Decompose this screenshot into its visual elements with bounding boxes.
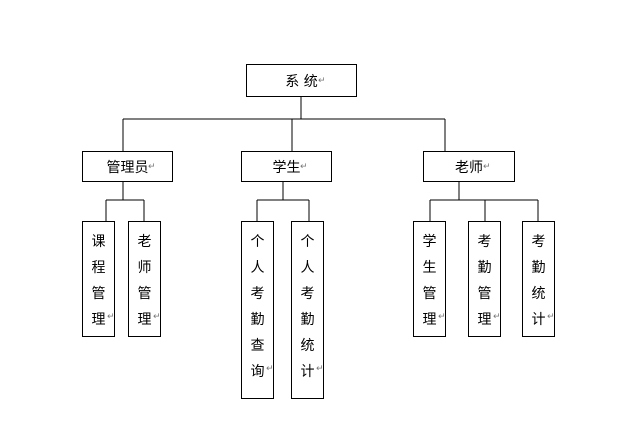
- leaf-char: 理: [91, 312, 106, 328]
- leaf-node-personal-attendance-stats: 个 人 考 勤 统 计: [291, 221, 324, 399]
- leaf-char: 课: [91, 234, 106, 250]
- leaf-char: 人: [250, 260, 265, 276]
- return-mark-icon: ↵: [547, 312, 555, 322]
- role-node-label: 管理员: [106, 159, 149, 176]
- leaf-char: 管: [91, 286, 106, 302]
- leaf-char: 老: [137, 234, 152, 250]
- leaf-char: 勤: [477, 260, 492, 276]
- return-mark-icon: ↵: [148, 162, 156, 172]
- leaf-char: 程: [91, 260, 106, 276]
- leaf-char: 询: [250, 364, 265, 380]
- role-node-label: 学生: [272, 159, 301, 176]
- role-node-student: 学生: [241, 151, 332, 182]
- leaf-char: 勤: [250, 312, 265, 328]
- return-mark-icon: ↵: [107, 312, 115, 322]
- leaf-char: 管: [422, 286, 437, 302]
- leaf-char: 个: [300, 234, 315, 250]
- leaf-char: 管: [477, 286, 492, 302]
- leaf-node-student-management: 学 生 管 理: [413, 221, 446, 337]
- leaf-char: 计: [531, 312, 546, 328]
- return-mark-icon: ↵: [493, 312, 501, 322]
- root-node: 系 统: [246, 64, 357, 97]
- leaf-char: 理: [422, 312, 437, 328]
- role-node-admin: 管理员: [82, 151, 173, 182]
- leaf-char: 考: [531, 234, 546, 250]
- return-mark-icon: ↵: [318, 76, 326, 86]
- return-mark-icon: ↵: [300, 162, 308, 172]
- leaf-char: 计: [300, 364, 315, 380]
- leaf-node-attendance-stats: 考 勤 统 计: [522, 221, 555, 337]
- leaf-char: 师: [137, 260, 152, 276]
- leaf-char: 考: [300, 286, 315, 302]
- return-mark-icon: ↵: [153, 312, 161, 322]
- leaf-char: 勤: [300, 312, 315, 328]
- leaf-node-teacher-management: 老 师 管 理: [128, 221, 161, 337]
- leaf-node-personal-attendance-query: 个 人 考 勤 查 询: [241, 221, 274, 399]
- leaf-char: 考: [250, 286, 265, 302]
- leaf-node-attendance-management: 考 勤 管 理: [468, 221, 501, 337]
- return-mark-icon: ↵: [316, 364, 324, 374]
- role-node-teacher: 老师: [423, 151, 515, 182]
- return-mark-icon: ↵: [438, 312, 446, 322]
- leaf-char: 理: [137, 312, 152, 328]
- leaf-char: 理: [477, 312, 492, 328]
- root-node-label: 系 统: [285, 73, 318, 90]
- leaf-char: 学: [422, 234, 437, 250]
- return-mark-icon: ↵: [266, 364, 274, 374]
- leaf-char: 考: [477, 234, 492, 250]
- leaf-char: 人: [300, 260, 315, 276]
- leaf-char: 统: [531, 286, 546, 302]
- leaf-char: 勤: [531, 260, 546, 276]
- leaf-char: 统: [300, 338, 315, 354]
- return-mark-icon: ↵: [483, 162, 491, 172]
- leaf-node-course-management: 课 程 管 理: [82, 221, 115, 337]
- leaf-char: 管: [137, 286, 152, 302]
- leaf-char: 生: [422, 260, 437, 276]
- role-node-label: 老师: [455, 159, 483, 176]
- leaf-char: 查: [250, 338, 265, 354]
- leaf-char: 个: [250, 234, 265, 250]
